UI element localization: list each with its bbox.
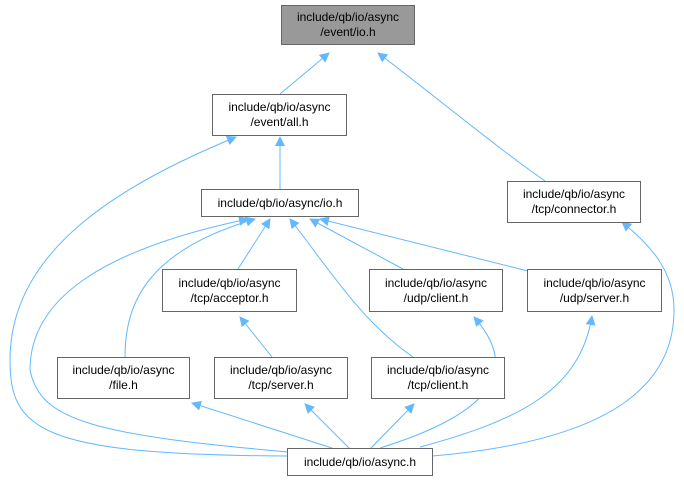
node-label-line: include/qb/io/async/io.h [217,195,343,210]
node-label-line: include/qb/io/async [72,363,175,377]
node-label-line: /udp/client.h [403,290,469,305]
edge-asynch-to-all [9,135,289,457]
node-label-line: include/qb/io/async [229,363,333,377]
edge-udp-server-to-asyncio [319,216,529,272]
node-label-line: /tcp/connector.h [531,202,617,216]
node-label-line: include/qb/io/async [522,187,626,201]
node-event-io-h: include/qb/io/async /event/io.h [281,5,415,45]
node-tcp-acceptor-h[interactable]: include/qb/io/async /tcp/acceptor.h [162,269,297,312]
node-label-line: include/qb/io/async [228,100,331,114]
edge-all-to-event-io [279,52,330,95]
node-tcp-server-h[interactable]: include/qb/io/async /tcp/server.h [214,357,348,399]
node-tcp-connector-h[interactable]: include/qb/io/async /tcp/connector.h [507,181,641,223]
edge-asynch-to-connector [431,221,675,457]
node-label-line: /event/all.h [250,115,309,129]
node-label-line: /udp/server.h [559,290,630,305]
edge-asynch-to-tcp-server [304,403,350,449]
node-label-line: include/qb/io/async [296,10,400,24]
node-label-line: /tcp/acceptor.h [190,290,269,305]
node-label-line: /file.h [109,378,138,392]
edge-asynch-to-asyncio [29,215,301,454]
node-async-io-h[interactable]: include/qb/io/async/io.h [201,189,359,217]
edge-asynch-to-udp-server [419,315,596,448]
node-tcp-client-h[interactable]: include/qb/io/async /tcp/client.h [371,357,505,399]
node-label-line: /tcp/client.h [407,378,469,392]
edge-udp-client-to-asyncio [309,218,404,270]
edge-tcp-server-to-acceptor [239,316,273,358]
node-label-line: /tcp/server.h [248,378,314,392]
node-udp-server-h[interactable]: include/qb/io/async /udp/server.h [527,269,662,312]
node-async-h[interactable]: include/qb/io/async.h [287,448,433,476]
node-file-h[interactable]: include/qb/io/async /file.h [57,357,190,399]
node-label-line: include/qb/io/async [384,275,488,290]
node-event-all-h[interactable]: include/qb/io/async /event/all.h [212,94,347,136]
edge-acceptor-to-asyncio [237,218,271,270]
edge-file-to-asyncio [124,216,256,358]
node-label-line: include/qb/io/async [543,275,646,290]
node-label-line: include/qb/io/async.h [303,454,417,469]
edge-connector-to-event-io [377,52,546,182]
node-udp-client-h[interactable]: include/qb/io/async /udp/client.h [369,269,503,312]
node-label-line: include/qb/io/async [386,363,490,377]
node-label-line: include/qb/io/async [178,275,281,290]
edge-tcp-client-to-asyncio [289,218,414,358]
edge-asynch-to-tcp-client [370,403,415,449]
node-label-line: /event/io.h [320,25,376,39]
edge-asynch-to-file [191,400,333,449]
